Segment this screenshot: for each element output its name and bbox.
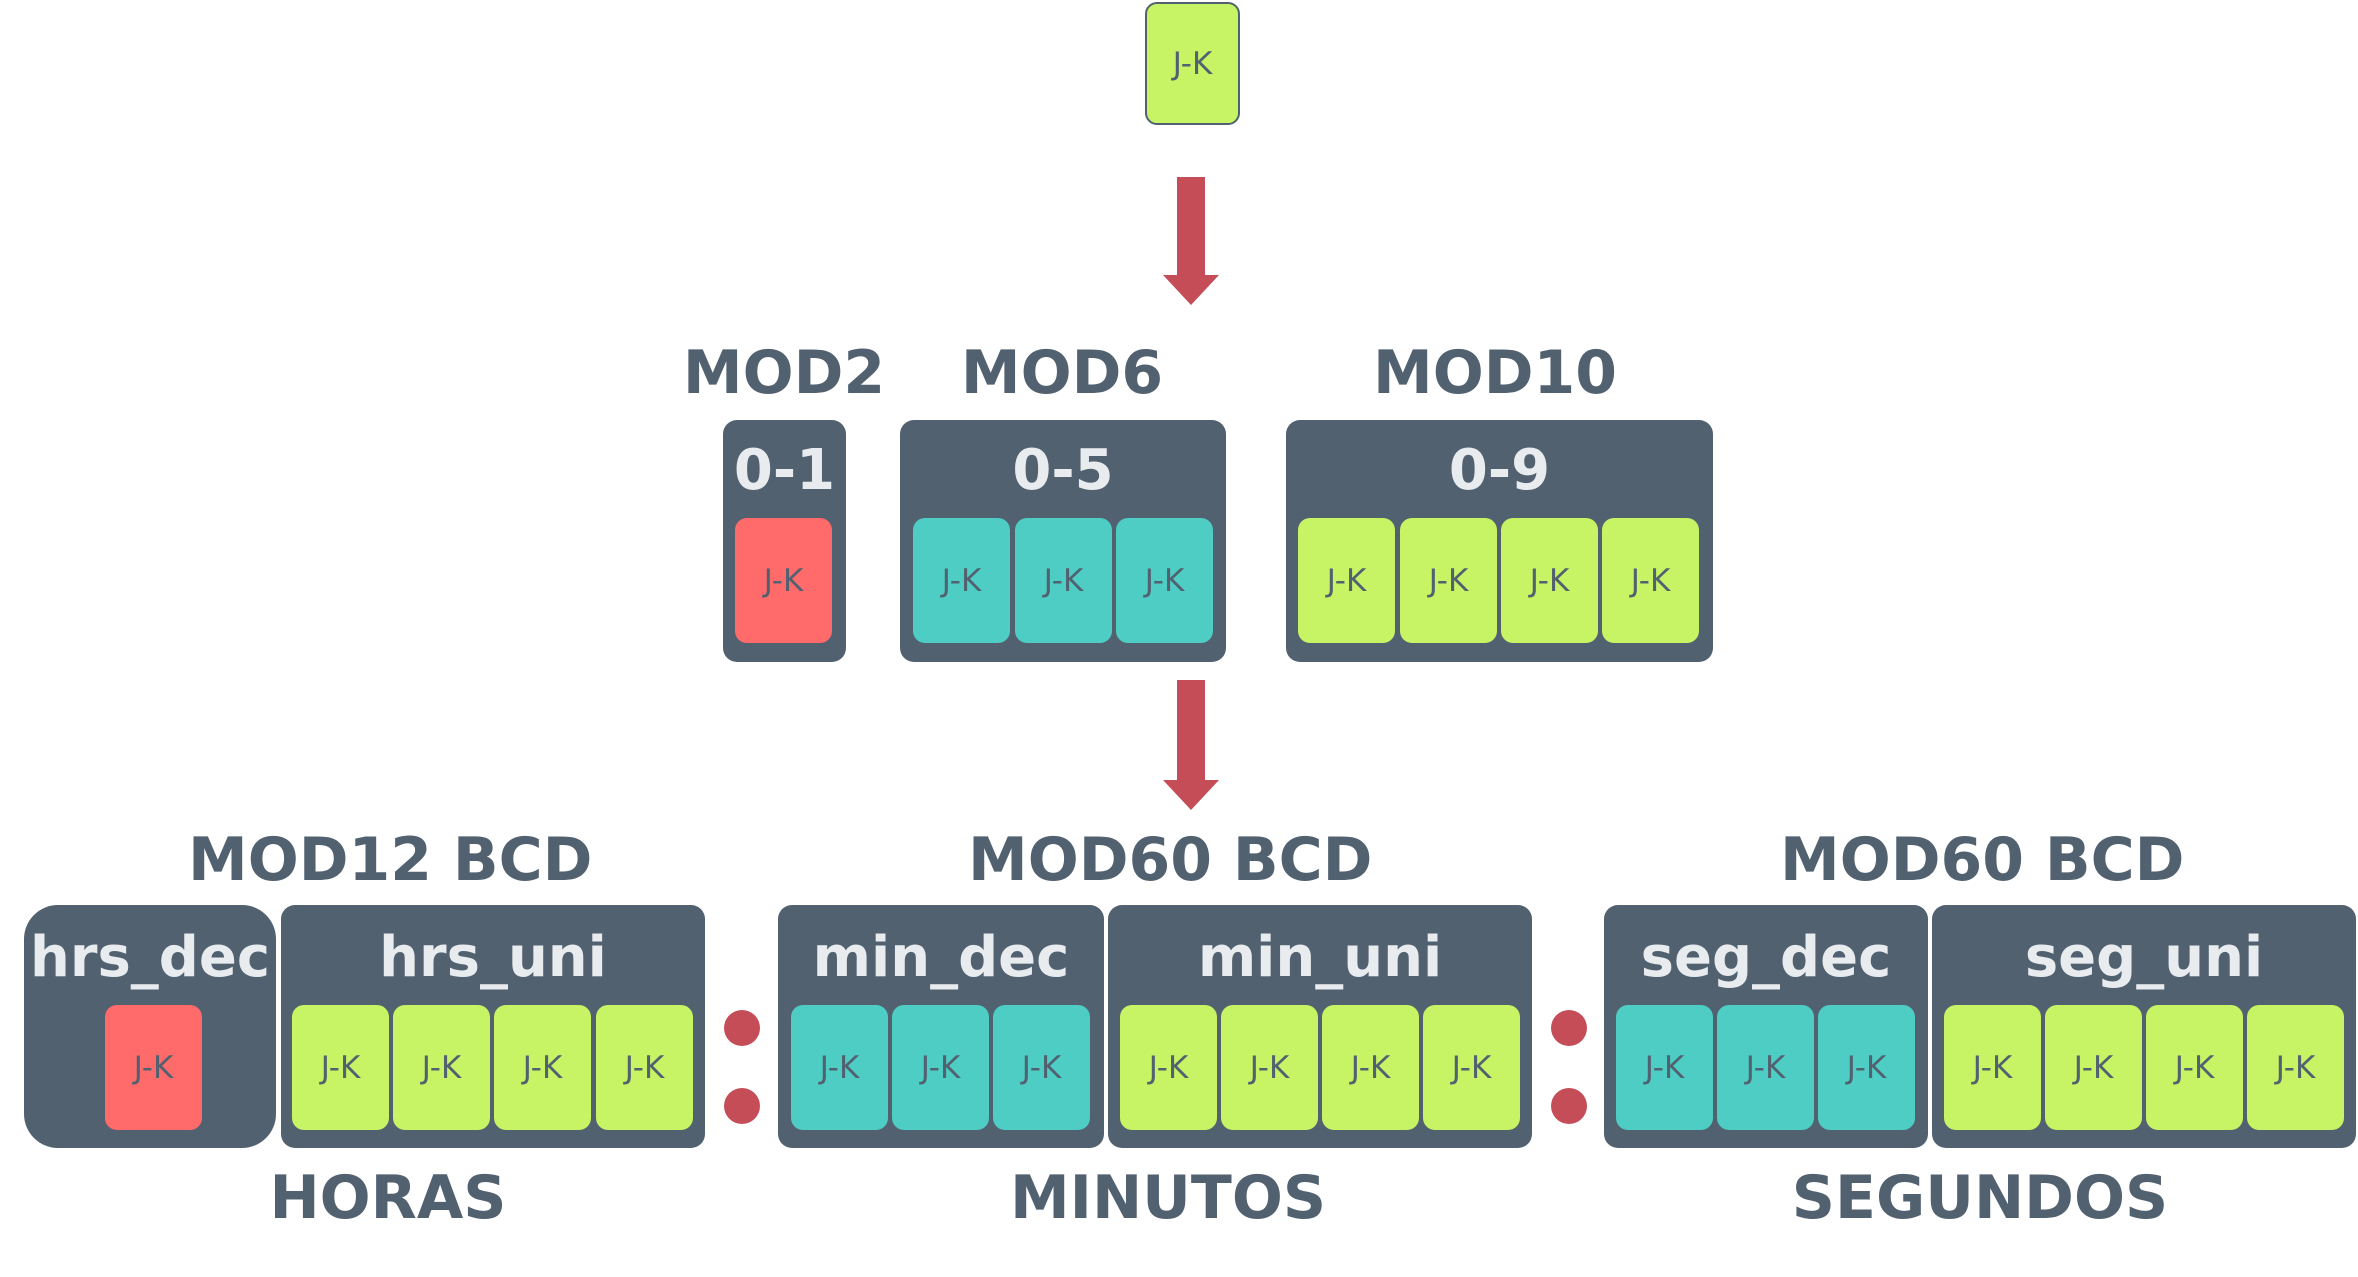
jk-flipflop: J-K — [1120, 1005, 1217, 1130]
mod10-title: MOD10 — [1372, 338, 1617, 408]
jk-flipflop: J-K — [494, 1005, 591, 1130]
jk-flipflop: J-K — [105, 1005, 202, 1130]
minutos-caption: MINUTOS — [1009, 1163, 1327, 1233]
horas-mod-title: MOD12 BCD — [188, 825, 593, 895]
jk-flipflop: J-K — [1298, 518, 1395, 643]
colon-separator-dot — [724, 1088, 760, 1124]
hrs-dec-label: hrs_dec — [29, 925, 271, 990]
mod2-title: MOD2 — [682, 338, 886, 408]
jk-flipflop: J-K — [1717, 1005, 1814, 1130]
min-uni-label: min_uni — [1197, 925, 1443, 990]
hrs-uni-label: hrs_uni — [379, 925, 607, 990]
top-jk-flipflop: J-K — [1145, 2, 1240, 125]
mod2-range-label: 0-1 — [733, 438, 836, 503]
jk-flipflop: J-K — [1616, 1005, 1713, 1130]
arrow-down-2-icon — [1163, 780, 1219, 810]
jk-flipflop: J-K — [1602, 518, 1699, 643]
jk-flipflop: J-K — [735, 518, 832, 643]
jk-flipflop: J-K — [1116, 518, 1213, 643]
jk-flipflop: J-K — [2247, 1005, 2344, 1130]
segundos-mod-title: MOD60 BCD — [1780, 825, 2185, 895]
jk-flipflop: J-K — [993, 1005, 1090, 1130]
segundos-caption: SEGUNDOS — [1791, 1163, 2169, 1233]
mod6-title: MOD6 — [960, 338, 1164, 408]
arrow-down-1-shaft — [1177, 177, 1205, 275]
jk-flipflop: J-K — [913, 518, 1010, 643]
seg-dec-label: seg_dec — [1640, 925, 1892, 990]
seg-uni-label: seg_uni — [2024, 925, 2264, 990]
arrow-down-2-shaft — [1177, 680, 1205, 780]
jk-flipflop: J-K — [1818, 1005, 1915, 1130]
jk-flipflop: J-K — [2146, 1005, 2243, 1130]
colon-separator-dot — [1551, 1088, 1587, 1124]
jk-flipflop: J-K — [892, 1005, 989, 1130]
jk-flipflop: J-K — [1221, 1005, 1318, 1130]
colon-separator-dot — [1551, 1010, 1587, 1046]
jk-flipflop: J-K — [791, 1005, 888, 1130]
jk-flipflop: J-K — [1423, 1005, 1520, 1130]
jk-flipflop: J-K — [292, 1005, 389, 1130]
jk-flipflop: J-K — [1501, 518, 1598, 643]
jk-flipflop: J-K — [596, 1005, 693, 1130]
colon-separator-dot — [724, 1010, 760, 1046]
jk-flipflop: J-K — [393, 1005, 490, 1130]
jk-flipflop: J-K — [1322, 1005, 1419, 1130]
arrow-down-1-icon — [1163, 275, 1219, 305]
jk-flipflop: J-K — [1015, 518, 1112, 643]
mod6-range-label: 0-5 — [1012, 438, 1114, 503]
jk-flipflop: J-K — [1400, 518, 1497, 643]
jk-flipflop: J-K — [2045, 1005, 2142, 1130]
minutos-mod-title: MOD60 BCD — [968, 825, 1373, 895]
min-dec-label: min_dec — [812, 925, 1070, 990]
jk-flipflop: J-K — [1944, 1005, 2041, 1130]
horas-caption: HORAS — [269, 1163, 507, 1233]
mod10-range-label: 0-9 — [1448, 438, 1551, 503]
